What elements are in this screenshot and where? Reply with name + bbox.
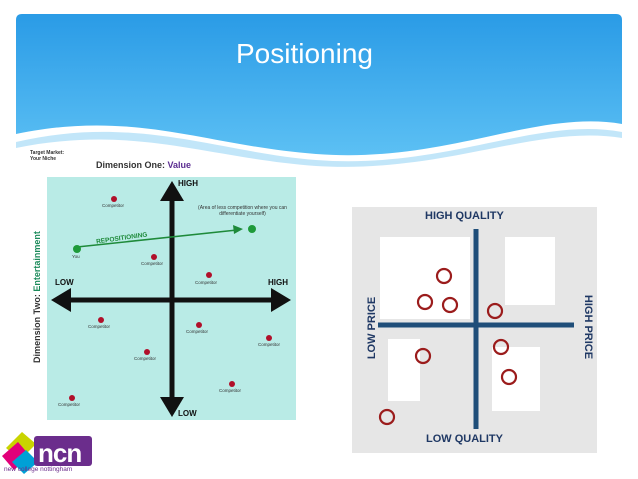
repositioning-arrowhead-icon bbox=[233, 225, 243, 234]
dimension-one-value: Value bbox=[167, 160, 192, 170]
slide-header: Positioning bbox=[16, 14, 622, 174]
ncn-logo bbox=[2, 432, 92, 474]
arrow-right-icon bbox=[271, 288, 291, 312]
quadrant-box bbox=[505, 237, 555, 305]
competitor-label: Competitor bbox=[195, 280, 218, 285]
arrow-down-icon bbox=[160, 397, 184, 417]
target-market-line2: Your Niche bbox=[30, 156, 57, 162]
product-marker bbox=[500, 368, 518, 386]
quadrant-box bbox=[380, 237, 470, 319]
left-axis-right-label: HIGH bbox=[268, 278, 288, 287]
right-axis-bottom-label: LOW QUALITY bbox=[426, 433, 503, 445]
competitor-marker bbox=[266, 335, 272, 341]
dimension-one-prefix: Dimension One: bbox=[96, 160, 168, 170]
competitor-label: Competitor bbox=[219, 388, 242, 393]
target-position-marker bbox=[248, 225, 256, 233]
repositioning-arrow bbox=[76, 229, 238, 248]
product-marker bbox=[441, 296, 459, 314]
target-market-label: Target Market: Your Niche bbox=[30, 150, 64, 162]
product-marker bbox=[414, 347, 432, 365]
logo-text-background bbox=[34, 436, 92, 466]
logo-wordmark: ncn bbox=[38, 438, 82, 468]
dimension-two-prefix: Dimension Two: bbox=[32, 291, 42, 363]
right-axis-left-label: LOW PRICE bbox=[366, 296, 378, 360]
quadrant-box bbox=[388, 339, 420, 401]
product-marker bbox=[416, 293, 434, 311]
arrow-up-icon bbox=[160, 181, 184, 201]
competitor-label: Competitor bbox=[258, 342, 281, 347]
logo-subtitle: new college nottingham bbox=[4, 466, 73, 473]
dimension-two-title: Dimension Two: Entertainment bbox=[32, 227, 42, 367]
competitor-label: Competitor bbox=[102, 203, 125, 208]
competitor-label: Competitor bbox=[134, 356, 157, 361]
product-marker bbox=[435, 267, 453, 285]
header-wave-background bbox=[16, 14, 622, 167]
competitor-label: Competitor bbox=[186, 329, 209, 334]
right-axis-top-label: HIGH QUALITY bbox=[425, 210, 504, 222]
logo-shape-blue bbox=[12, 450, 38, 474]
left-perceptual-map bbox=[51, 181, 291, 417]
product-marker bbox=[486, 302, 504, 320]
competitor-marker bbox=[69, 395, 75, 401]
target-market-line1: Target Market: bbox=[30, 150, 65, 156]
slide-title: Positioning bbox=[236, 38, 373, 69]
competitor-label: Competitor bbox=[58, 402, 81, 407]
product-marker bbox=[492, 338, 510, 356]
you-marker bbox=[73, 245, 81, 253]
dimension-one-title: Dimension One: Value bbox=[96, 160, 191, 170]
arrow-left-icon bbox=[51, 288, 71, 312]
competitor-label: Competitor bbox=[141, 261, 164, 266]
competitor-marker bbox=[98, 317, 104, 323]
competitor-label: Competitor bbox=[88, 324, 111, 329]
competitor-marker bbox=[229, 381, 235, 387]
competitor-marker bbox=[144, 349, 150, 355]
right-perceptual-map bbox=[378, 229, 574, 429]
left-axis-top-label: HIGH bbox=[178, 179, 198, 188]
right-axis-right-label: HIGH PRICE bbox=[582, 294, 594, 360]
competitor-marker bbox=[206, 272, 212, 278]
competitor-marker bbox=[111, 196, 117, 202]
differentiation-note: (Area of less competition where you can … bbox=[198, 205, 287, 217]
you-label: You bbox=[72, 254, 80, 259]
logo-shape-pink bbox=[2, 442, 30, 470]
left-axis-left-label: LOW bbox=[55, 278, 74, 287]
product-marker bbox=[378, 408, 396, 426]
competitor-marker bbox=[151, 254, 157, 260]
left-axis-bottom-label: LOW bbox=[178, 409, 197, 418]
dimension-two-value: Entertainment bbox=[32, 231, 42, 292]
competitor-marker bbox=[196, 322, 202, 328]
